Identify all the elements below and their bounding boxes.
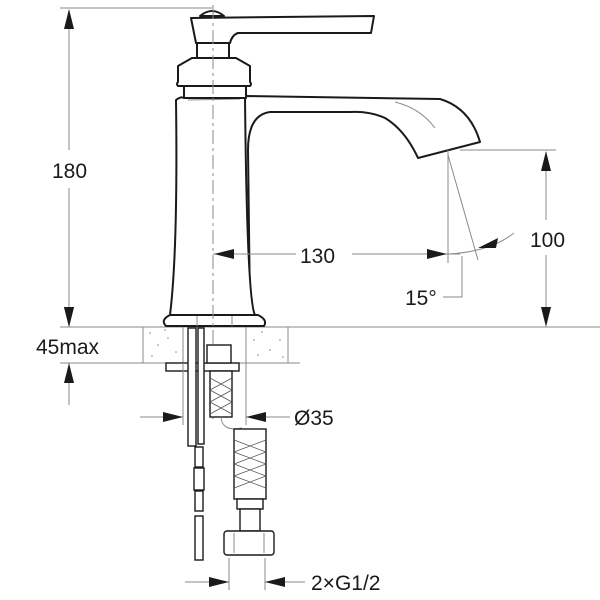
counter-top xyxy=(60,326,600,364)
counter-thickness-label: 45max xyxy=(36,336,100,359)
arrow-right-icon xyxy=(209,577,229,587)
arrow-right-icon xyxy=(427,249,447,259)
connection-label: 2×G1/2 xyxy=(311,572,380,595)
arrow-left-icon xyxy=(478,238,498,248)
arrow-right-icon xyxy=(163,412,183,422)
arrow-left-icon xyxy=(265,577,285,587)
arrow-left-icon xyxy=(214,249,234,259)
arrow-up-icon xyxy=(64,9,74,29)
spout-reach-dimension: 130 xyxy=(213,150,460,268)
hole-diameter-label: Ø35 xyxy=(294,407,334,430)
hole-diameter-dimension: Ø35 xyxy=(140,363,334,430)
overall-height-label: 180 xyxy=(52,160,87,183)
mounting-assembly xyxy=(165,327,275,561)
spray-angle-dimension: 15° xyxy=(405,154,515,310)
counter-thickness-dimension: 45max xyxy=(36,290,100,405)
arrow-left-icon xyxy=(246,412,266,422)
spout-reach-label: 130 xyxy=(300,245,335,268)
spout-height-label: 100 xyxy=(530,229,565,252)
arrow-down-icon xyxy=(541,307,551,327)
spray-angle-label: 15° xyxy=(405,287,437,310)
arrow-down-icon xyxy=(64,307,74,327)
connection-dimension: 2×G1/2 xyxy=(185,558,380,595)
arrow-up-icon xyxy=(541,151,551,171)
faucet-body xyxy=(162,10,481,327)
arrow-up-icon xyxy=(64,363,74,383)
spout-height-dimension: 100 xyxy=(460,149,565,327)
